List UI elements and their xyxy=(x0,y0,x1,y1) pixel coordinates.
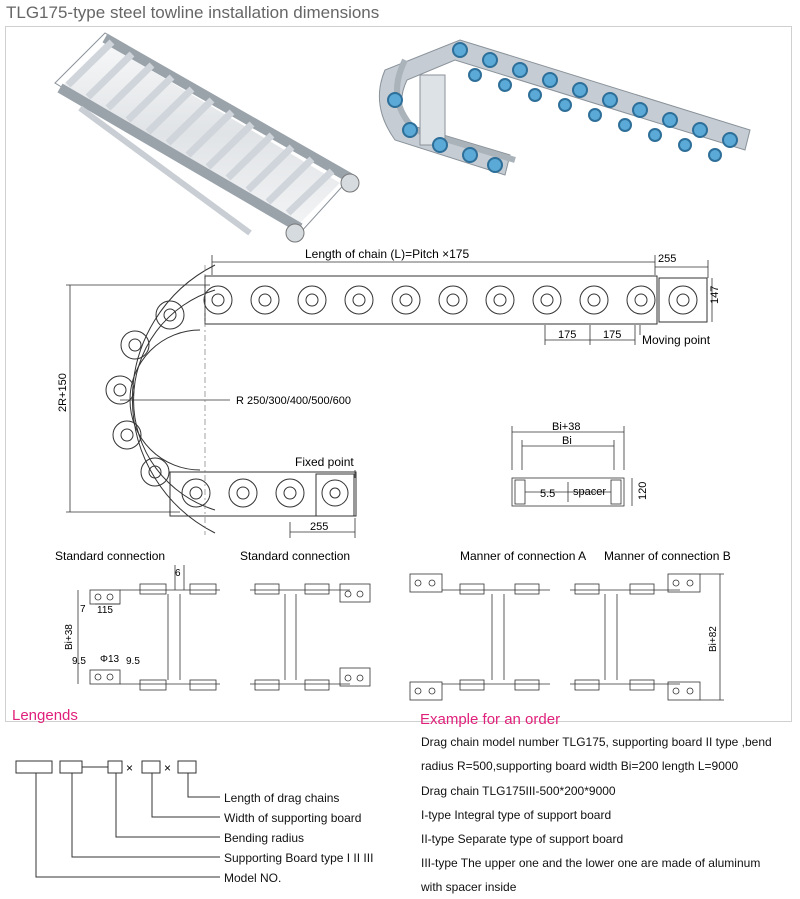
dim-9-5-a: 9.5 xyxy=(72,656,86,667)
content-frame xyxy=(5,26,792,722)
dim-255-top: 255 xyxy=(658,253,676,265)
order-line-6: III-type The upper one and the lower one… xyxy=(421,856,761,870)
photo-straight-towline xyxy=(54,32,360,243)
std-connection-1-label: Standard connection xyxy=(55,549,165,563)
dim-bi82: Bi+82 xyxy=(708,626,719,652)
dim-bi-section: Bi xyxy=(562,435,572,447)
cross-section xyxy=(511,426,633,507)
fixed-end-link xyxy=(315,473,355,517)
order-line-3: Drag chain TLG175III-500*200*9000 xyxy=(421,784,616,798)
photo-bent-towline xyxy=(378,39,751,176)
upper-run-outline xyxy=(204,275,658,325)
moving-end-link xyxy=(658,277,708,323)
lower-run-outline xyxy=(169,471,357,517)
dim-6: 6 xyxy=(175,568,181,579)
radius-label: R 250/300/400/500/600 xyxy=(236,395,351,407)
order-line-7: with spacer inside xyxy=(421,880,517,894)
legend-sep-2: × xyxy=(164,761,171,775)
dim-120: 120 xyxy=(637,482,649,500)
dim-9-5-b: 9.5 xyxy=(126,656,140,667)
dim-255-bottom: 255 xyxy=(310,521,328,533)
bend-link-rings xyxy=(105,300,185,487)
legend-bending-radius: Bending radius xyxy=(224,831,305,845)
manner-b-label: Manner of connection B xyxy=(604,549,731,563)
upper-link-rings xyxy=(203,285,698,315)
moving-point-label: Moving point xyxy=(642,333,711,347)
dim-phi13: Φ13 xyxy=(100,654,120,665)
page-title: TLG175-type steel towline installation d… xyxy=(6,3,380,22)
towline-crossbars xyxy=(65,39,335,216)
dim-bi38-section: Bi+38 xyxy=(552,421,580,433)
legend-width: Width of supporting board xyxy=(224,811,362,825)
dim-175-a: 175 xyxy=(558,329,576,341)
legend-length: Length of drag chains xyxy=(224,791,340,805)
legend-board-type: Supporting Board type I II III xyxy=(224,851,374,865)
blue-rings xyxy=(387,42,738,173)
dim-55: 5.5 xyxy=(540,488,555,500)
dim-2r150: 2R+150 xyxy=(57,373,69,412)
spacer-label: spacer xyxy=(573,486,606,498)
dim-bi38-conn: Bi+38 xyxy=(64,624,75,650)
legend-code-diagram xyxy=(15,760,220,878)
legend-sep-1: × xyxy=(126,761,133,775)
order-line-4: I-type Integral type of support board xyxy=(421,808,612,822)
dim-175-b: 175 xyxy=(603,329,621,341)
legends-heading: Lengends xyxy=(12,707,78,724)
order-line-1: Drag chain model number TLG175, supporti… xyxy=(421,735,772,749)
std-connection-2-label: Standard connection xyxy=(240,549,350,563)
connection-diagrams xyxy=(77,565,724,701)
end-bracket-hole xyxy=(340,173,360,193)
order-heading: Example for an order xyxy=(420,711,561,728)
dim-7: 7 xyxy=(80,604,86,615)
fixed-point-label: Fixed point xyxy=(295,455,354,469)
order-line-5: II-type Separate type of support board xyxy=(421,832,624,846)
bend-outer-outline xyxy=(131,264,216,534)
lower-link-rings xyxy=(181,478,349,508)
end-bracket-hole xyxy=(285,223,305,243)
dim-147: 147 xyxy=(709,286,721,304)
order-line-2: radius R=500,supporting board width Bi=2… xyxy=(421,759,739,773)
manner-a-label: Manner of connection A xyxy=(460,549,586,563)
legend-model-no: Model NO. xyxy=(224,871,282,885)
length-label: Length of chain (L)=Pitch ×175 xyxy=(305,247,469,261)
dim-115: 115 xyxy=(97,605,113,616)
